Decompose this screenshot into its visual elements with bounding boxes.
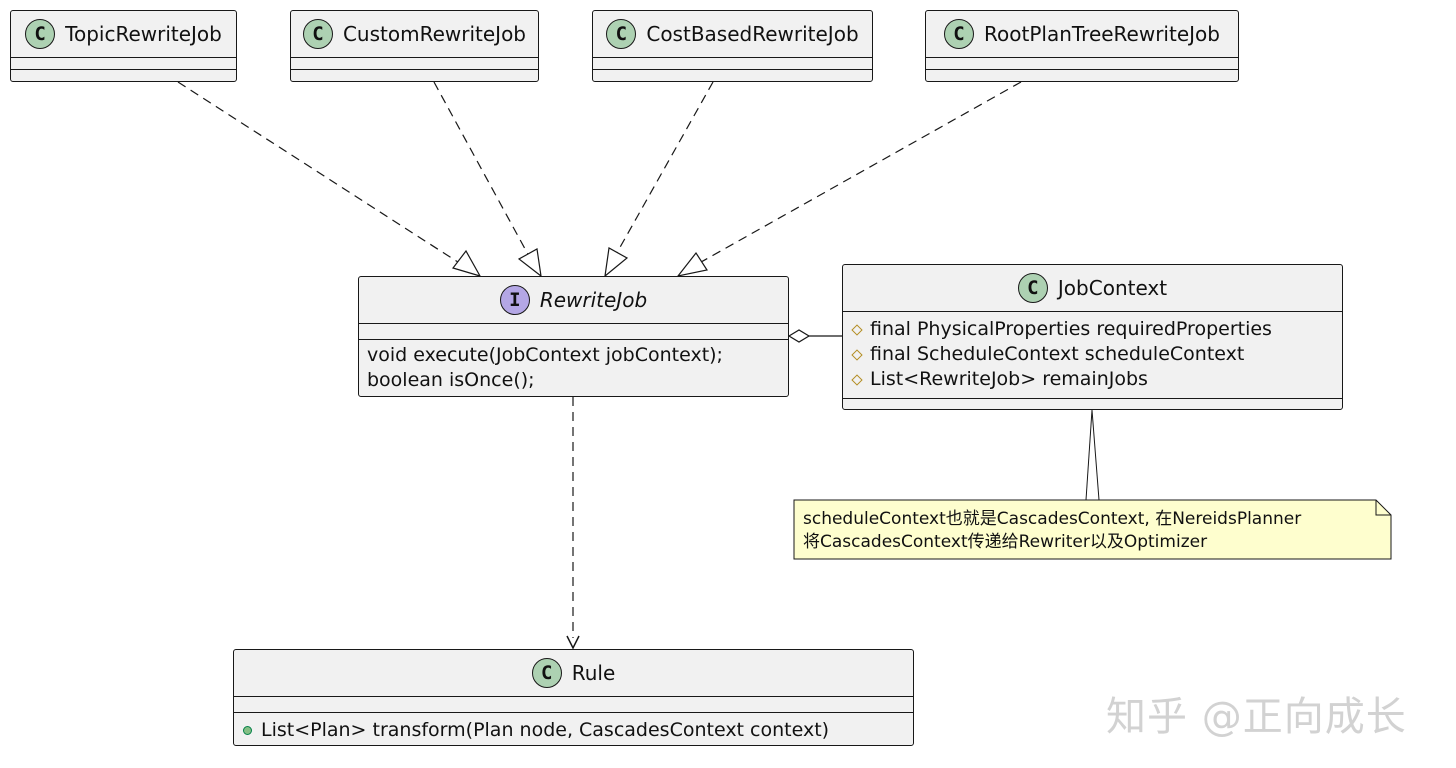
- method-row: void execute(JobContext jobContext);: [367, 344, 723, 366]
- method-row: List<Plan> transform(Plan node, Cascades…: [240, 718, 907, 743]
- note-connector: [1091, 409, 1100, 501]
- edge-rootplan-realization: [693, 81, 1022, 267]
- protected-visibility-icon: [851, 373, 863, 386]
- field-row: final ScheduleContext scheduleContext: [849, 342, 1336, 367]
- class-header: C TopicRewriteJob: [11, 11, 236, 57]
- note-shape: [793, 499, 1392, 560]
- attributes-separator: [291, 57, 538, 69]
- class-cost-based-rewrite-job[interactable]: C CostBasedRewriteJob: [592, 10, 873, 82]
- protected-visibility-icon: [851, 323, 863, 336]
- interface-badge-icon: I: [499, 285, 530, 315]
- note-text: scheduleContext也就是CascadesContext, 在Nere…: [803, 508, 1301, 554]
- method-row: boolean isOnce();: [367, 369, 535, 391]
- note-line: scheduleContext也就是CascadesContext, 在Nere…: [803, 509, 1302, 529]
- class-badge-icon: C: [1017, 273, 1048, 303]
- class-badge-icon: C: [606, 19, 637, 49]
- class-root-plan-tree-rewrite-job[interactable]: C RootPlanTreeRewriteJob: [925, 10, 1239, 82]
- attributes-separator: [234, 696, 913, 712]
- class-name: CustomRewriteJob: [342, 22, 527, 46]
- methods-separator: [359, 339, 788, 340]
- class-name: JobContext: [1057, 276, 1168, 300]
- methods-section: void execute(JobContext jobContext); boo…: [359, 340, 788, 396]
- field-text: final ScheduleContext scheduleContext: [870, 343, 1245, 365]
- methods-separator: [593, 69, 872, 81]
- methods-section: List<Plan> transform(Plan node, Cascades…: [234, 713, 913, 748]
- edge-costbased-realization: [613, 81, 714, 259]
- attributes-separator: [359, 323, 788, 339]
- class-header: C Rule: [234, 650, 913, 696]
- class-header: C CustomRewriteJob: [291, 11, 538, 57]
- class-badge-icon: C: [302, 19, 333, 49]
- note-line: 将CascadesContext传递给Rewriter以及Optimizer: [803, 532, 1208, 552]
- field-row: List<RewriteJob> remainJobs: [849, 367, 1336, 392]
- interface-name: RewriteJob: [539, 288, 648, 312]
- methods-separator: [11, 69, 236, 81]
- method-text: List<Plan> transform(Plan node, Cascades…: [261, 719, 830, 741]
- class-badge-icon: C: [531, 658, 562, 688]
- arrowhead-topic: [451, 249, 482, 277]
- class-name: Rule: [571, 661, 616, 685]
- watermark: 知乎 @正向成长: [1106, 694, 1407, 740]
- attributes-separator: [926, 57, 1238, 69]
- methods-separator: [843, 398, 1342, 399]
- protected-visibility-icon: [851, 348, 863, 361]
- class-header: C RootPlanTreeRewriteJob: [926, 11, 1238, 57]
- class-name: RootPlanTreeRewriteJob: [984, 22, 1220, 46]
- class-badge-icon: C: [25, 19, 56, 49]
- attributes-separator: [593, 57, 872, 69]
- edge-topic-realization: [177, 81, 465, 267]
- class-job-context[interactable]: C JobContext final PhysicalProperties re…: [842, 264, 1343, 410]
- arrowhead-costbased: [604, 247, 629, 278]
- methods-separator: [291, 69, 538, 81]
- class-header: C JobContext: [843, 265, 1342, 311]
- edge-custom-realization: [433, 81, 531, 259]
- field-text: List<RewriteJob> remainJobs: [870, 368, 1148, 390]
- class-rule[interactable]: C Rule List<Plan> transform(Plan node, C…: [233, 649, 914, 746]
- methods-separator: [234, 712, 913, 713]
- methods-separator: [926, 69, 1238, 81]
- class-topic-rewrite-job[interactable]: C TopicRewriteJob: [10, 10, 237, 82]
- arrowhead-custom: [517, 248, 542, 278]
- note-fold: [1375, 500, 1391, 516]
- class-badge-icon: C: [944, 19, 975, 49]
- field-text: final PhysicalProperties requiredPropert…: [870, 318, 1272, 340]
- class-header: C CostBasedRewriteJob: [593, 11, 872, 57]
- arrowhead-rootplan: [676, 251, 708, 277]
- public-visibility-icon: [243, 726, 252, 735]
- class-custom-rewrite-job[interactable]: C CustomRewriteJob: [290, 10, 539, 82]
- attributes-separator: [843, 311, 1342, 312]
- class-name: CostBasedRewriteJob: [646, 22, 859, 46]
- attributes-separator: [11, 57, 236, 69]
- arrowhead-rule: [566, 635, 580, 650]
- aggregation-diamond: [787, 329, 811, 343]
- class-name: TopicRewriteJob: [65, 22, 222, 46]
- note-connector: [1085, 409, 1093, 501]
- fields-section: final PhysicalProperties requiredPropert…: [843, 312, 1342, 398]
- field-row: final PhysicalProperties requiredPropert…: [849, 317, 1336, 342]
- class-header: I RewriteJob: [359, 277, 788, 323]
- note: scheduleContext也就是CascadesContext, 在Nere…: [794, 500, 1391, 559]
- interface-rewrite-job[interactable]: I RewriteJob void execute(JobContext job…: [358, 276, 789, 397]
